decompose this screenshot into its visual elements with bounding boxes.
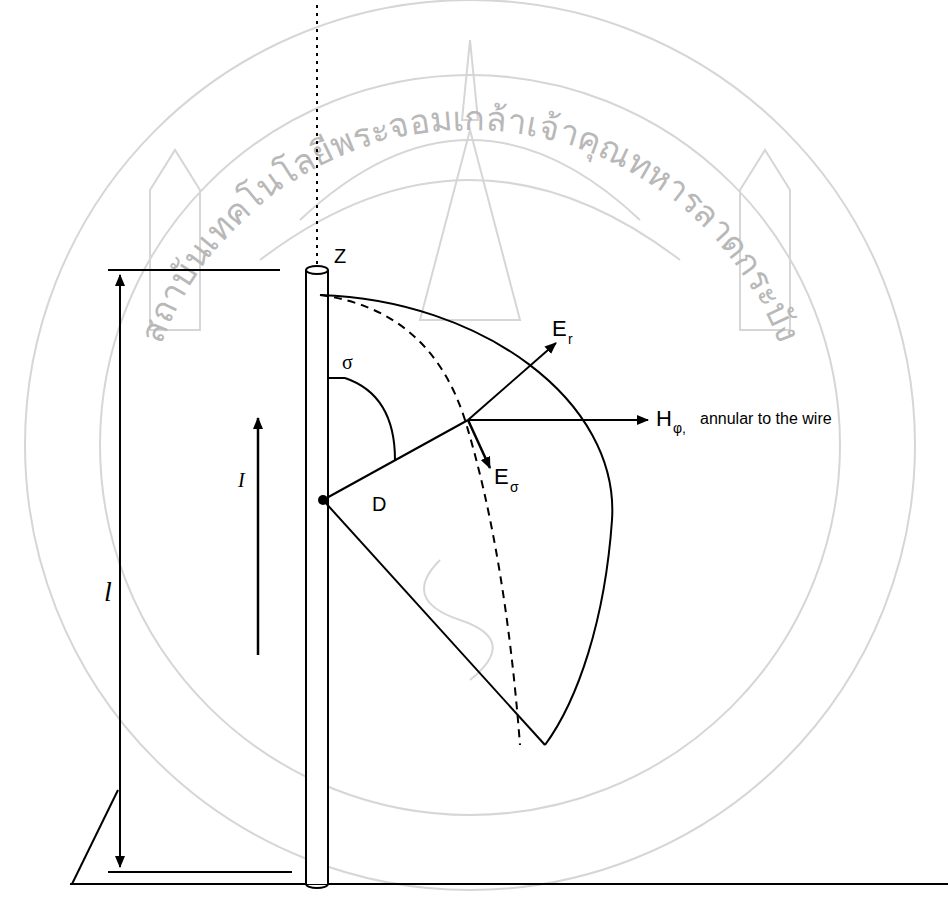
current-label: I: [238, 470, 245, 490]
current-arrow: [257, 418, 260, 655]
field-label: E: [552, 318, 567, 340]
meridian-curve: [320, 295, 520, 745]
field-label: E: [494, 466, 509, 488]
angle-reference: [328, 377, 345, 379]
field-subscript: r: [568, 332, 573, 346]
wire-conductor: [306, 266, 328, 888]
length-label: l: [104, 578, 112, 606]
watermark-seal: [25, 0, 915, 890]
magnetic-field-arrow: [468, 419, 648, 421]
z-axis: [316, 5, 318, 266]
field-subscript: σ: [510, 480, 519, 494]
ground-line: [70, 883, 948, 885]
sphere-arc: [320, 295, 612, 745]
field-label: H: [656, 408, 672, 430]
watermark-text: สถาบันเทคโนโลยีพระจอมเกล้าเจ้าคุณทหารลาด…: [132, 99, 808, 348]
axis-label: Z: [334, 246, 346, 266]
ground-edge: [72, 790, 118, 884]
angle-label: σ: [342, 352, 353, 372]
annotation-text: annular to the wire: [700, 411, 832, 427]
field-subscript: φ,: [673, 421, 686, 435]
radius-line: [323, 500, 545, 745]
radial-field-arrow: [468, 343, 556, 420]
angle-arc: [345, 378, 395, 460]
theta-field-arrow: [468, 420, 490, 468]
length-dimension: [108, 270, 292, 872]
distance-label: D: [372, 494, 386, 514]
